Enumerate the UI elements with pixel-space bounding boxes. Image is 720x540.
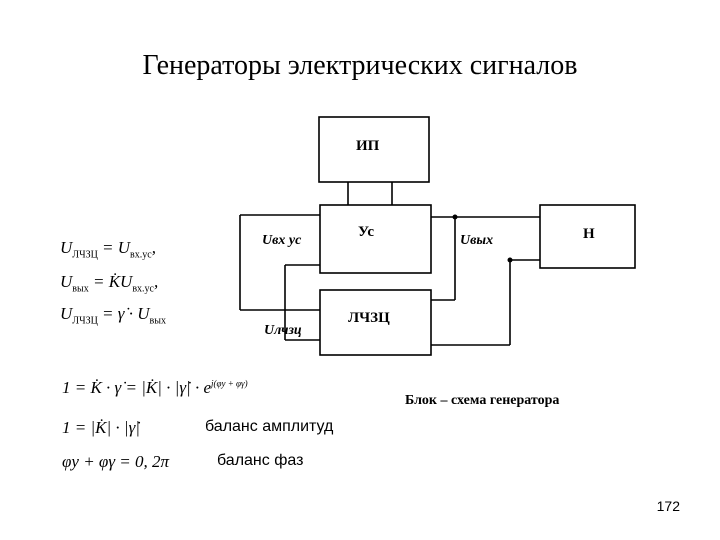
formula-feedback: UЛЧЗЦ = γ̇ · Uвых [60,304,166,327]
feedback-label: ЛЧЗЦ [348,310,390,326]
formula-phase-balance: φу + φγ = 0, 2π [62,452,170,471]
input-voltage-label: Uвх ус [262,233,302,248]
formula-amplitude-balance: 1 = |K̇| · |γ̇| [62,418,140,437]
diagram-caption: Блок – схема генератора [405,393,560,408]
feedback-voltage-label: Uлчзц [264,323,302,338]
formula-output: Uвых = K̇Uвх.ус, [60,272,159,295]
formula-feedback-equals-input: UЛЧЗЦ = Uвх.ус, [60,238,156,261]
load-label: Н [583,226,595,242]
power-supply-box [318,116,430,183]
page-number: 172 [656,498,680,514]
slide-title: Генераторы электрических сигналов [142,50,578,81]
formula-balance: 1 = K̇ · γ̇ = |K̇| · |γ̇| · ej(φу + φγ) [62,378,248,397]
node-dot-load [507,257,513,263]
load-box [539,204,636,269]
feedback-box [319,289,432,356]
amplitude-balance-label: баланс амплитуд [205,418,334,435]
output-voltage-label: Uвых [460,233,494,248]
amplifier-box [319,204,432,274]
phase-balance-label: баланс фаз [217,452,304,469]
amplifier-label: Ус [358,224,375,240]
power-supply-label: ИП [356,138,380,154]
node-dot-output [452,214,458,220]
